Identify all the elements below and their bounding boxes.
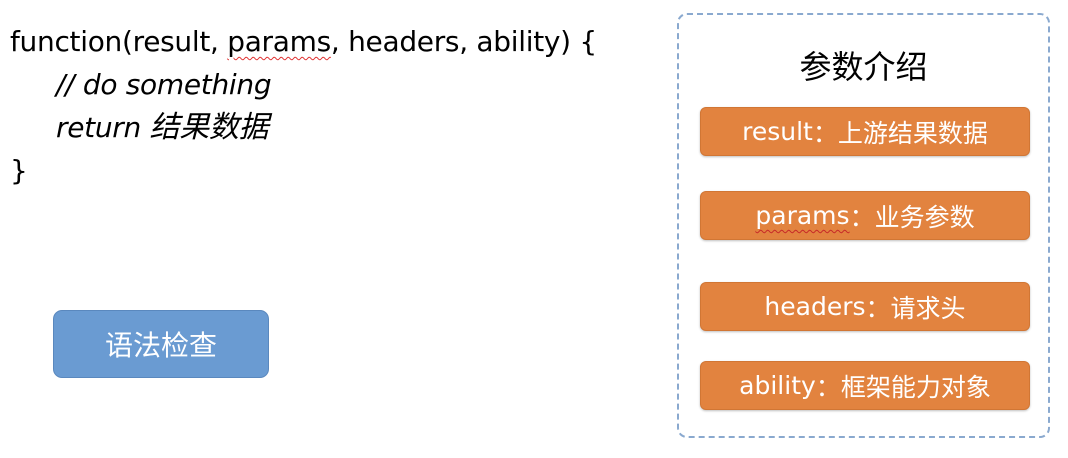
param-separator: ： [815,372,841,402]
code-return-value: 结果数据 [149,110,269,145]
syntax-check-button-label: 语法检查 [104,329,217,362]
panel-title: 参数介绍 [799,48,928,86]
param-name: result [742,117,813,146]
param-separator: ： [849,202,875,232]
code-closing-brace: } [10,154,28,187]
code-return-keyword: return [56,111,150,144]
param-description: 请求头 [890,293,966,323]
param-name: headers [764,292,866,321]
code-line-close: } [10,149,650,192]
code-line-comment: // do something [10,63,650,106]
parameter-panel: 参数介绍 result ： 上游结果数据 params ： 业务参数 heade… [677,13,1050,438]
code-line-return: return 结果数据 [10,106,650,149]
param-name: ability [739,371,816,400]
syntax-check-button[interactable]: 语法检查 [53,310,269,378]
param-item-ability: ability ： 框架能力对象 [700,361,1030,410]
code-params-word: params [227,25,331,58]
param-description: 上游结果数据 [837,118,988,148]
code-function-suffix: , headers, ability) { [330,25,597,58]
param-item-headers: headers ： 请求头 [700,282,1030,331]
code-snippet: function(result, params, headers, abilit… [10,20,650,192]
param-description: 框架能力对象 [840,372,991,402]
code-comment: // do something [56,68,272,101]
param-separator: ： [865,293,891,323]
param-name: params [755,201,850,230]
code-line-signature: function(result, params, headers, abilit… [10,20,650,63]
code-function-prefix: function(result, [10,25,228,58]
param-item-params: params ： 业务参数 [700,191,1030,240]
param-description: 业务参数 [874,202,975,232]
param-item-result: result ： 上游结果数据 [700,107,1030,156]
param-separator: ： [812,118,838,148]
